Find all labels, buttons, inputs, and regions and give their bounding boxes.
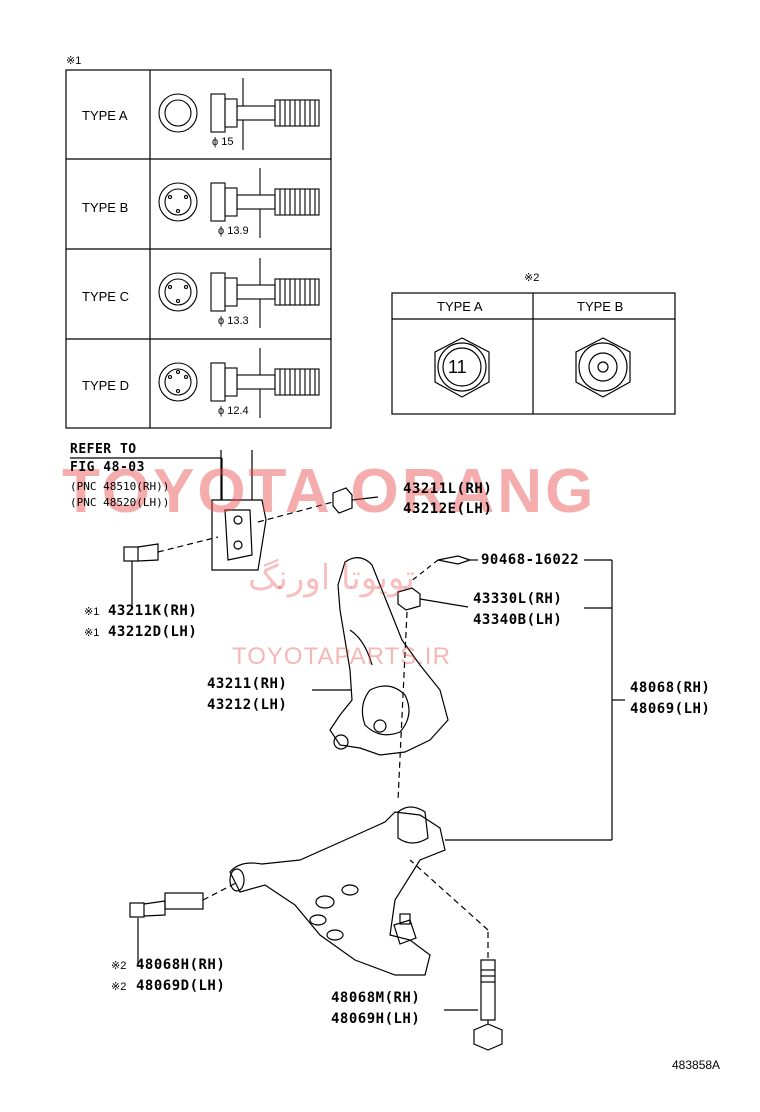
- label-ball-nut-lh: 43340B(LH): [473, 612, 563, 628]
- figure-id: 483858A: [672, 1058, 721, 1072]
- label-ball-nut-rh: 43330L(RH): [473, 591, 563, 607]
- label-rear-bolt-lh: 48069H(LH): [331, 1011, 421, 1027]
- label-arm-lh: 48069(LH): [630, 701, 711, 717]
- table1-row-a-diameter: ϕ 15: [212, 136, 234, 148]
- label-knuckle-lh: 43212(LH): [207, 697, 288, 713]
- label-arm-bolt-rh: 48068H(RH): [136, 957, 226, 973]
- table1-row-d-type: TYPE D: [82, 378, 129, 393]
- watermark-small: TOYOTAPARTS.IR: [232, 643, 451, 670]
- watermark-arabic: تویوتا اورنگ: [248, 558, 415, 598]
- label-bolt-marker-lh: ※1: [84, 627, 100, 639]
- table1-row-c-diameter: ϕ 13.3: [218, 315, 249, 327]
- refer-line2: FIG 48-03: [70, 460, 145, 475]
- refer-line1: REFER TO: [70, 442, 137, 457]
- refer-line4: (PNC 48520(LH)): [70, 496, 170, 509]
- nut-type-icons: [434, 337, 631, 398]
- table2-header-a: TYPE A: [437, 299, 483, 314]
- watermark-main: TOYOTA ORANG: [62, 457, 597, 526]
- nut-mark-11: 11: [448, 357, 467, 377]
- refer-line3: (PNC 48510(RH)): [70, 480, 170, 493]
- table2-marker: ※2: [524, 272, 540, 284]
- label-cotter-pin: 90468-16022: [481, 552, 580, 568]
- label-nut-lh: 43212E(LH): [403, 501, 493, 517]
- label-rear-bolt-rh: 48068M(RH): [331, 990, 421, 1006]
- label-nut-rh: 43211L(RH): [403, 481, 493, 497]
- label-arm-bolt-marker-rh: ※2: [111, 960, 127, 972]
- suspension-assembly: [70, 450, 625, 1051]
- label-bolt-rh: 43211K(RH): [108, 603, 198, 619]
- label-arm-bolt-marker-lh: ※2: [111, 981, 127, 993]
- label-bolt-lh: 43212D(LH): [108, 624, 198, 640]
- table1-marker: ※1: [66, 55, 82, 67]
- table1-row-c-type: TYPE C: [82, 289, 129, 304]
- table1-row-b-diameter: ϕ 13.9: [218, 225, 249, 237]
- label-knuckle-rh: 43211(RH): [207, 676, 288, 692]
- label-arm-rh: 48068(RH): [630, 680, 711, 696]
- label-bolt-marker-rh: ※1: [84, 606, 100, 618]
- table1-row-d-diameter: ϕ 12.4: [218, 405, 249, 417]
- label-arm-bolt-lh: 48069D(LH): [136, 978, 226, 994]
- table1-row-a-type: TYPE A: [82, 108, 128, 123]
- table1-row-b-type: TYPE B: [82, 200, 129, 215]
- table2-header-b: TYPE B: [577, 299, 624, 314]
- hub-bolt-icons: [158, 78, 320, 418]
